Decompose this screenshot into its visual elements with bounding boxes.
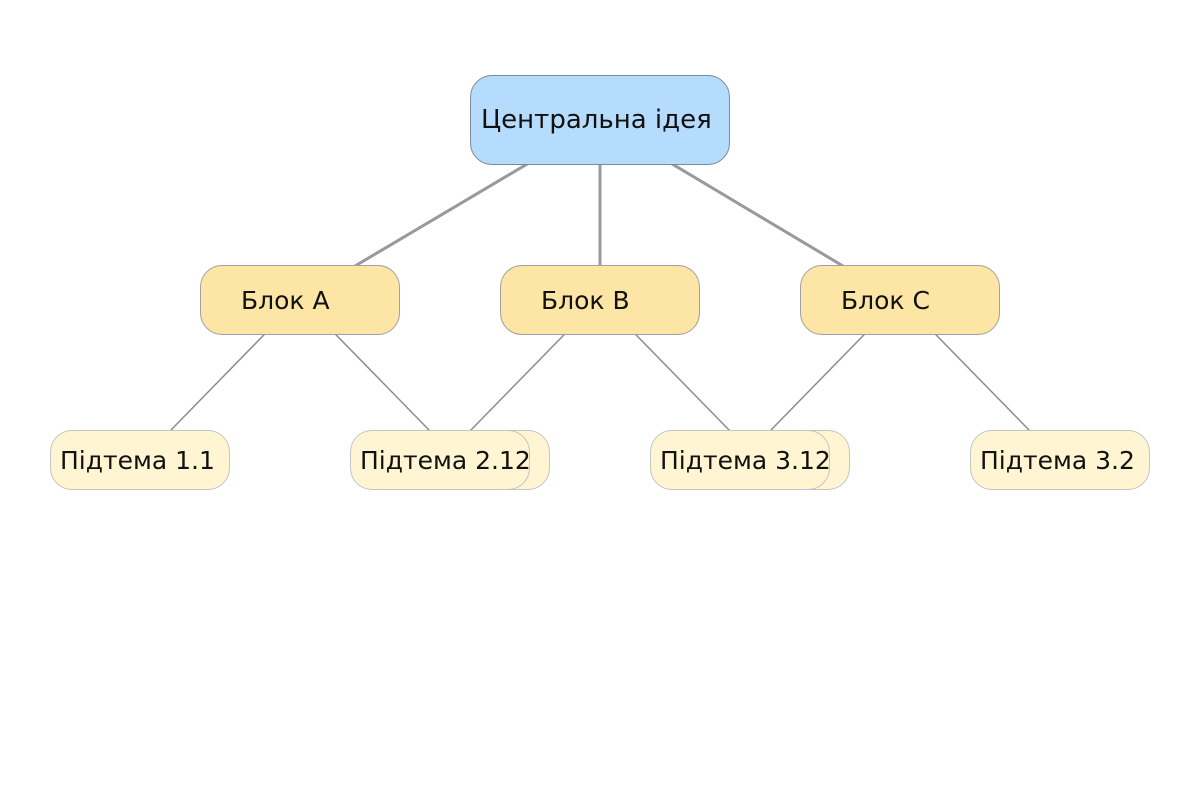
block-b-label: Блок B [541,285,630,315]
subtopic-3-1-2-label: 2 [814,445,831,475]
central-idea-node[interactable]: Центральна ідея [470,75,730,165]
subtopic-3-2-label: Підтема 3.2 [980,445,1135,475]
subtopic-2-1-label: Підтема 2.1 [360,445,515,475]
block-b-node[interactable]: Блок B [500,265,700,335]
block-c-node[interactable]: Блок C [800,265,1000,335]
subtopic-2-2-label: 2 [514,445,531,475]
subtopic-3-1-label: Підтема 3.1 [660,445,815,475]
subtopic-3-2-node[interactable]: Підтема 3.2 [970,430,1150,490]
subtopic-1-1-label: Підтема 1.1 [60,445,215,475]
subtopic-1-1-node[interactable]: Підтема 1.1 [50,430,230,490]
block-c-label: Блок C [841,285,930,315]
block-a-node[interactable]: Блок A [200,265,400,335]
block-a-label: Блок A [241,285,330,315]
central-idea-label: Центральна ідея [481,105,712,135]
